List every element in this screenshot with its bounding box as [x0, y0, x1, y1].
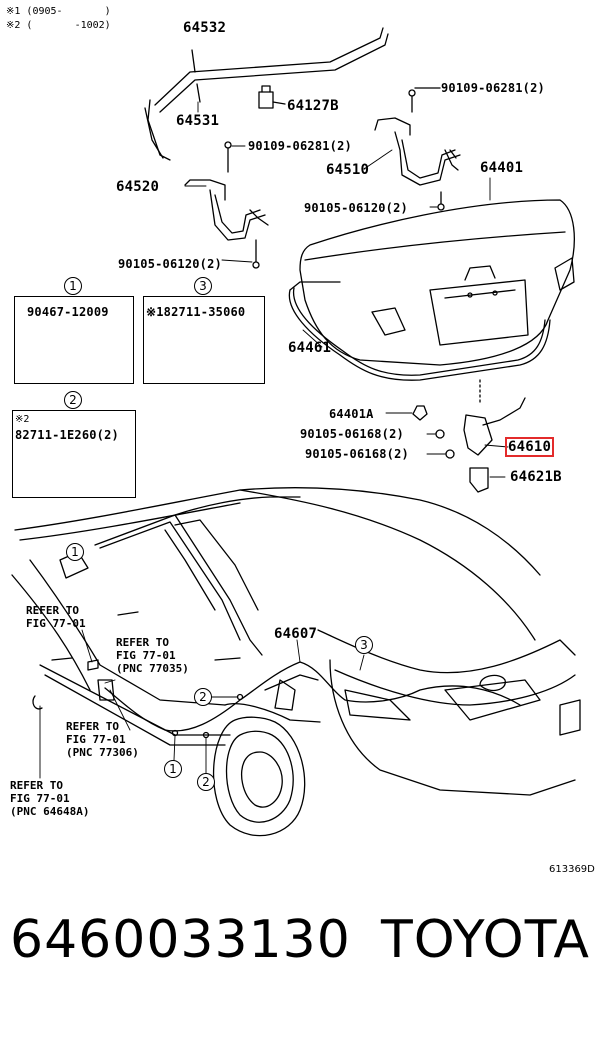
detail-box-3: ※182711-35060 — [143, 296, 265, 384]
part-label-64461[interactable]: 64461 — [288, 340, 332, 356]
release-cable-drawing — [32, 659, 521, 739]
detail-box-2: ※2 82711-1E260(2) — [12, 410, 136, 498]
detail-box-1: 90467-12009 — [14, 296, 134, 384]
refer-to-fig-77-01-a[interactable]: REFER TO FIG 77-01 — [26, 604, 86, 630]
part-label-64532[interactable]: 64532 — [183, 20, 227, 36]
detail-box-1-label[interactable]: 90467-12009 — [27, 305, 109, 319]
callout-3-box: 3 — [194, 277, 212, 295]
callout-1-car-b: 1 — [164, 760, 182, 778]
weatherstrip-drawing — [288, 281, 551, 381]
part-label-64607[interactable]: 64607 — [274, 626, 318, 642]
diagram-drawing — [11, 27, 581, 837]
callout-1-car: 1 — [66, 543, 84, 561]
part-label-90109-top[interactable]: 90109-06281(2) — [441, 81, 545, 95]
car-body-drawing — [11, 487, 581, 837]
part-label-90105-06120-left[interactable]: 90105-06120(2) — [118, 257, 222, 271]
part-label-64401[interactable]: 64401 — [480, 160, 524, 176]
refer-to-fig-77-01-pnc-64648a[interactable]: REFER TO FIG 77-01 (PNC 64648A) — [10, 779, 90, 818]
part-label-64610-highlighted[interactable]: 64610 — [504, 437, 555, 457]
support-rod-drawing — [144, 27, 389, 161]
leader-lines — [39, 101, 509, 779]
callout-3-car: 3 — [355, 636, 373, 654]
refer-to-fig-77-01-pnc-77035[interactable]: REFER TO FIG 77-01 (PNC 77035) — [116, 636, 189, 675]
clip-64127b-drawing — [258, 85, 286, 109]
callout-2-box: 2 — [64, 391, 82, 409]
part-label-64401a[interactable]: 64401A — [329, 407, 374, 421]
part-label-90105-06168-a[interactable]: 90105-06168(2) — [300, 427, 404, 441]
part-label-64127b[interactable]: 64127B — [287, 98, 339, 114]
part-label-64510[interactable]: 64510 — [326, 162, 370, 178]
lock-assembly-drawing — [412, 379, 526, 493]
footer-part-number: 6460033130 — [10, 910, 351, 970]
refer-to-fig-77-01-pnc-77306[interactable]: REFER TO FIG 77-01 (PNC 77306) — [66, 720, 139, 759]
detail-box-3-label[interactable]: ※182711-35060 — [146, 305, 246, 319]
callout-1-box: 1 — [64, 277, 82, 295]
revision-note-2: ※2 ( -1002) — [6, 20, 111, 31]
part-label-90105-06168-b[interactable]: 90105-06168(2) — [305, 447, 409, 461]
part-label-90105-06120-right[interactable]: 90105-06120(2) — [304, 201, 408, 215]
part-label-64520[interactable]: 64520 — [116, 179, 160, 195]
part-label-64621b[interactable]: 64621B — [510, 469, 562, 485]
detail-box-2-label[interactable]: 82711-1E260(2) — [15, 428, 119, 442]
hinge-64510-drawing — [374, 87, 461, 211]
hinge-64520-drawing — [184, 141, 269, 269]
detail-box-2-note: ※2 — [15, 414, 30, 425]
part-label-64531[interactable]: 64531 — [176, 113, 220, 129]
illustration-id: 613369D — [549, 864, 595, 875]
revision-note-1: ※1 (0905- ) — [6, 6, 111, 17]
part-label-90109-left[interactable]: 90109-06281(2) — [248, 139, 352, 153]
parts-diagram: ※1 (0905- ) ※2 ( -1002) 64532 64531 6412… — [6, 6, 595, 875]
footer-brand: TOYOTA — [381, 910, 590, 970]
callout-2-car-b: 2 — [197, 773, 215, 791]
trunk-lid-drawing — [299, 199, 575, 366]
callout-2-car-a: 2 — [194, 688, 212, 706]
